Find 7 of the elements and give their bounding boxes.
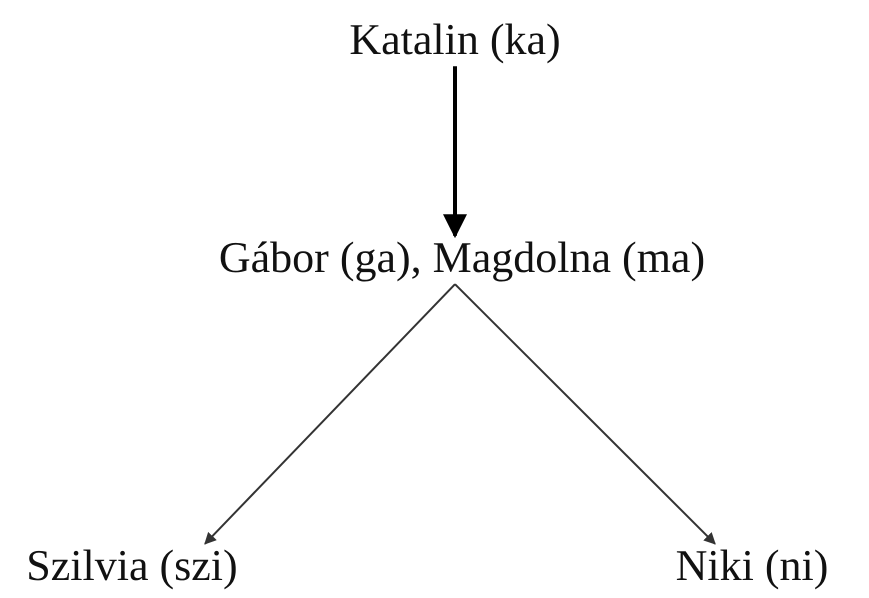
arrow bbox=[443, 66, 467, 238]
name-label: Szilvia (szi) bbox=[26, 542, 238, 590]
name-label: Katalin (ka) bbox=[349, 16, 561, 64]
name-label: Gábor (ga), Magdolna (ma) bbox=[218, 234, 706, 282]
name-label: Niki (ni) bbox=[676, 542, 828, 590]
arrow bbox=[204, 284, 456, 545]
arrow bbox=[454, 283, 716, 545]
